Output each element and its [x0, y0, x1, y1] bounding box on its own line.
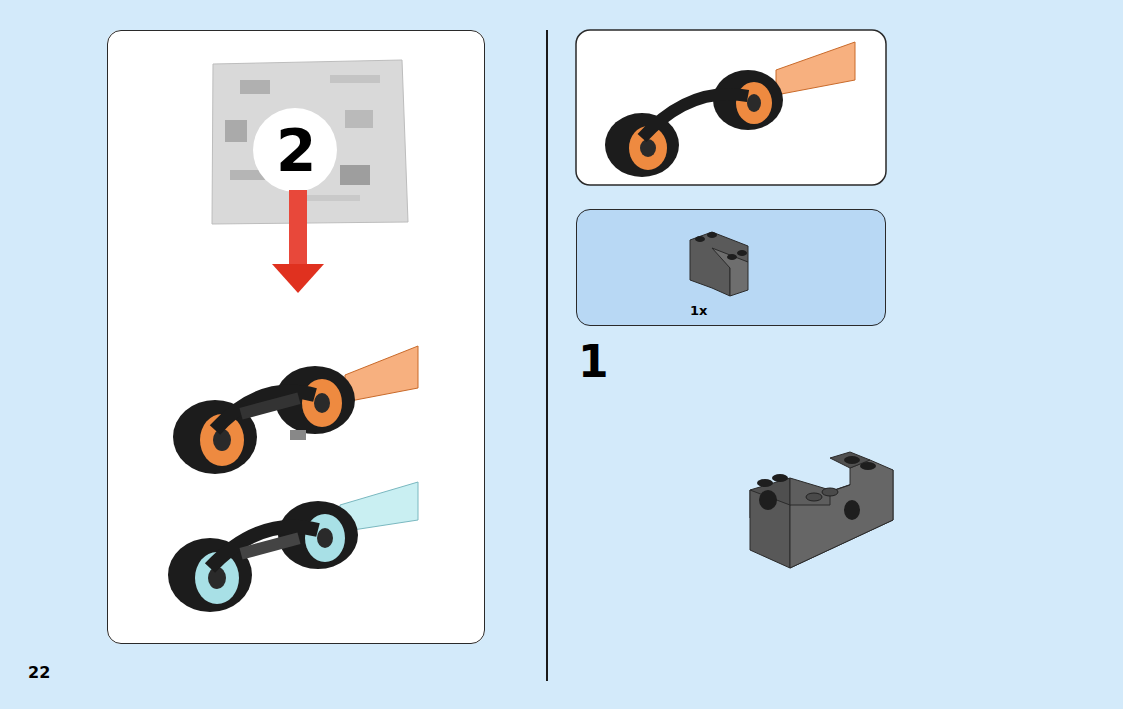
orange-bike: [173, 346, 418, 474]
insert-arrow: [272, 190, 324, 293]
parts-box: 1x: [576, 209, 886, 326]
bag-number: 2: [276, 122, 316, 180]
blue-bike: [168, 482, 418, 612]
bag-panel: 2: [107, 30, 485, 644]
page-number: 22: [28, 665, 50, 681]
part-count: 1x: [690, 304, 707, 317]
brick-large: [750, 452, 893, 568]
brick-small: [690, 232, 748, 296]
progress-panel: [576, 30, 886, 185]
orange-bike-small: [605, 42, 855, 177]
step-number: 1: [578, 340, 609, 384]
parts-fill: [576, 209, 886, 326]
bag-illustration: [212, 60, 408, 224]
panel-fill: [107, 30, 485, 644]
divider-line: [546, 30, 548, 681]
